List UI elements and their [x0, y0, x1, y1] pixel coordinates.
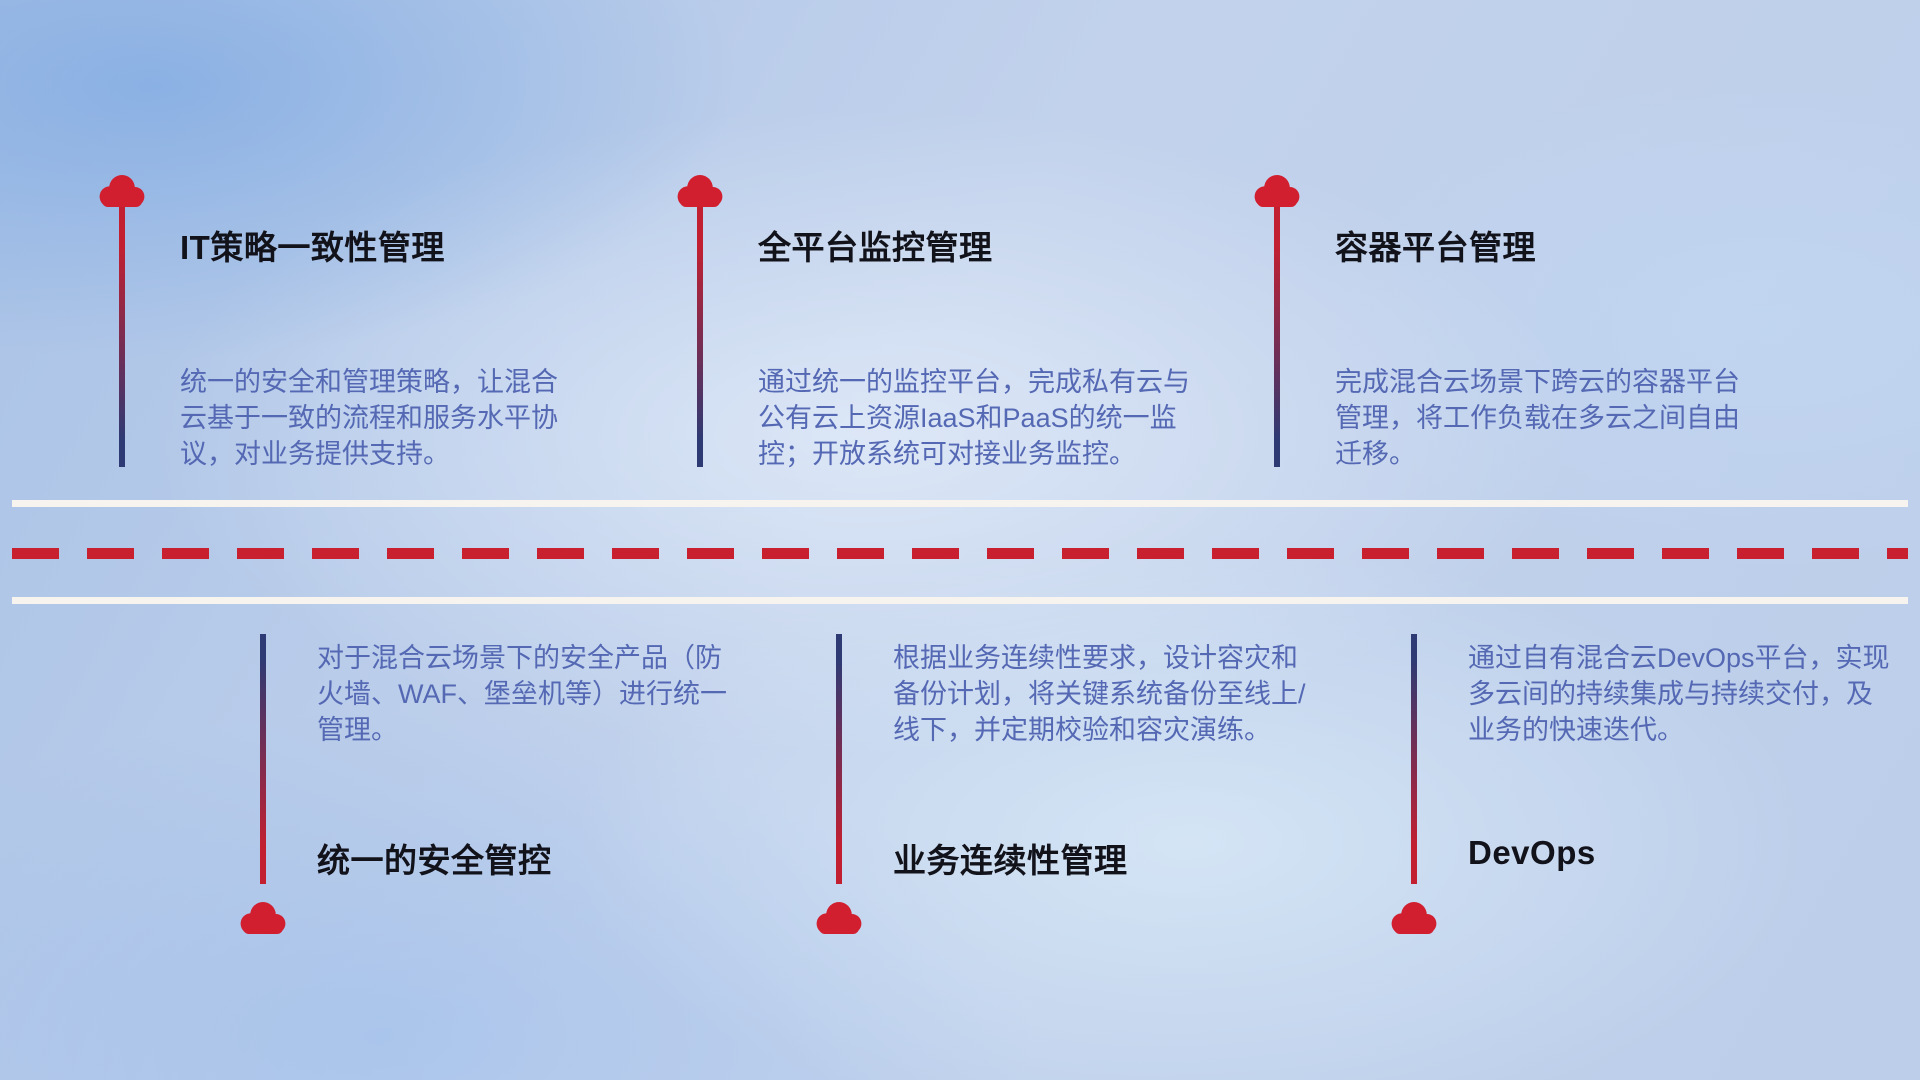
capability-description: 通过统一的监控平台，完成私有云与公有云上资源IaaS和PaaS的统一监控；开放系… [758, 367, 1190, 469]
capability-item-container-platform: 容器平台管理 完成混合云场景下跨云的容器平台管理，将工作负载在多云之间自由迁移。 [1249, 169, 1769, 499]
connector-line [260, 634, 266, 884]
cloud-icon [1386, 896, 1442, 940]
capability-description: 完成混合云场景下跨云的容器平台管理，将工作负载在多云之间自由迁移。 [1335, 367, 1740, 469]
capability-item-it-policy: IT策略一致性管理 统一的安全和管理策略，让混合云基于一致的流程和服务水平协议，… [94, 169, 614, 499]
capability-item-monitoring: 全平台监控管理 通过统一的监控平台，完成私有云与公有云上资源IaaS和PaaS的… [672, 169, 1192, 499]
connector-line [1411, 634, 1417, 884]
capability-description: 统一的安全和管理策略，让混合云基于一致的流程和服务水平协议，对业务提供支持。 [180, 367, 558, 469]
capability-title: 全平台监控管理 [758, 229, 993, 266]
road-bottom-line [12, 597, 1908, 604]
cloud-icon [672, 169, 728, 213]
capability-description: 根据业务连续性要求，设计容灾和备份计划，将关键系统备份至线上/线下，并定期校验和… [893, 643, 1306, 745]
capability-title: 业务连续性管理 [893, 842, 1128, 879]
capability-title: 容器平台管理 [1335, 229, 1536, 266]
cloud-icon [235, 896, 291, 940]
connector-line [697, 207, 703, 467]
connector-line [119, 207, 125, 467]
road-top-line [12, 500, 1908, 507]
cloud-icon [811, 896, 867, 940]
connector-line [836, 634, 842, 884]
cloud-icon [1249, 169, 1305, 213]
capability-title: DevOps [1468, 834, 1596, 871]
capability-item-devops: 通过自有混合云DevOps平台，实现多云间的持续集成与持续交付，及业务的快速迭代… [1386, 634, 1906, 964]
road-center-dashed-line [12, 548, 1908, 559]
capability-item-business-continuity: 根据业务连续性要求，设计容灾和备份计划，将关键系统备份至线上/线下，并定期校验和… [811, 634, 1331, 964]
capability-item-security-management: 对于混合云场景下的安全产品（防火墙、WAF、堡垒机等）进行统一管理。 统一的安全… [235, 634, 755, 964]
connector-line [1274, 207, 1280, 467]
capability-description: 通过自有混合云DevOps平台，实现多云间的持续集成与持续交付，及业务的快速迭代… [1468, 643, 1890, 745]
capability-title: 统一的安全管控 [317, 842, 552, 879]
capability-description: 对于混合云场景下的安全产品（防火墙、WAF、堡垒机等）进行统一管理。 [317, 643, 727, 745]
capability-title: IT策略一致性管理 [180, 229, 445, 266]
cloud-icon [94, 169, 150, 213]
